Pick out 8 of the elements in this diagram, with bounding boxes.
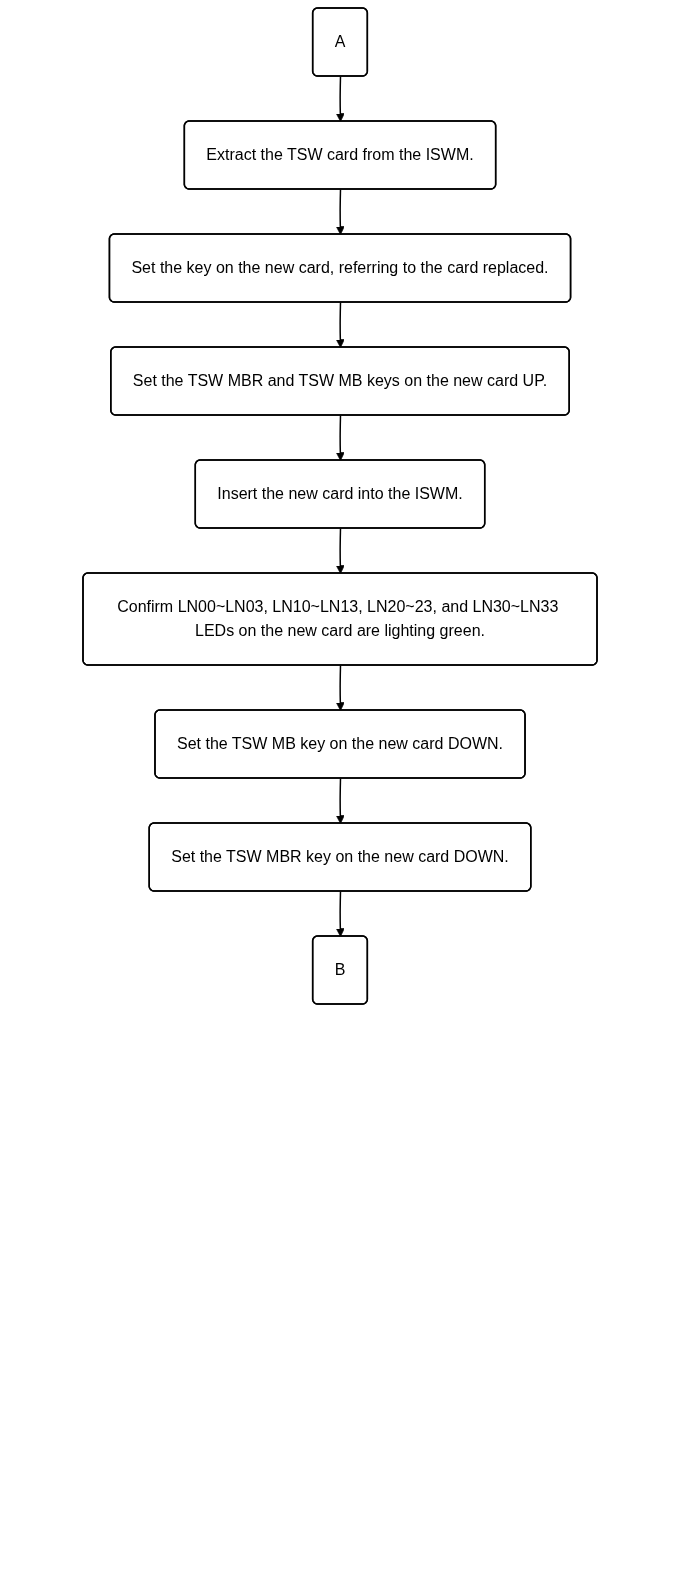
arrow [335,777,345,824]
arrow [335,664,345,711]
arrow [335,301,345,348]
arrow [335,527,345,574]
arrow [335,188,345,235]
arrow [335,414,345,461]
arrow [335,890,345,937]
arrow [335,75,345,122]
